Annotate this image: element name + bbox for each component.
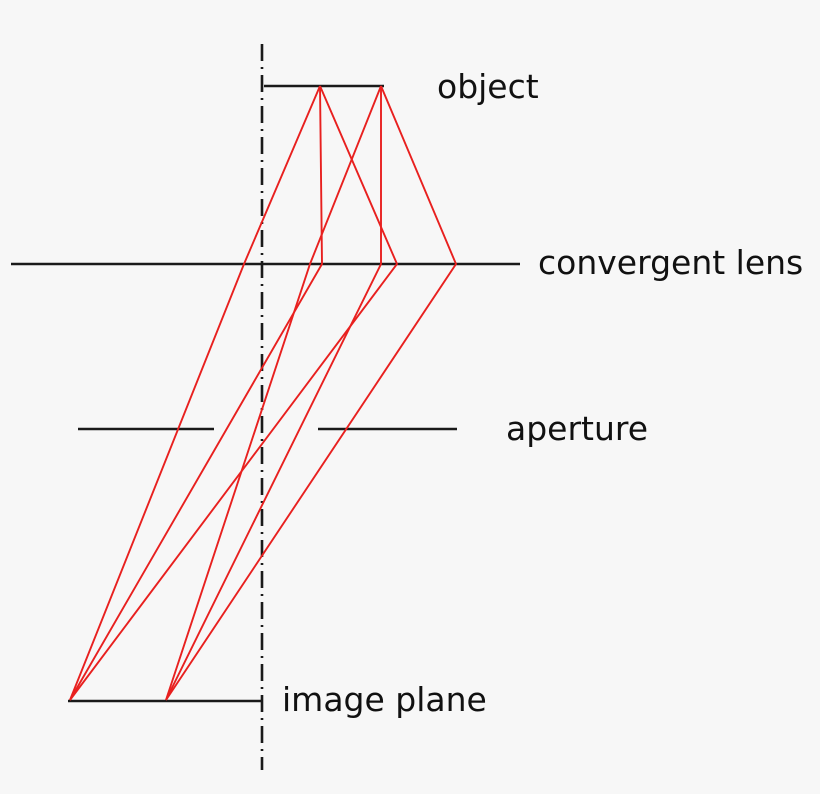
light-rays-group [69, 85, 458, 701]
convergent-lens-label: convergent lens [538, 243, 804, 282]
light-ray [165, 85, 458, 701]
light-ray [69, 85, 399, 701]
light-ray [165, 86, 382, 701]
object-label: object [437, 67, 539, 106]
light-ray [165, 85, 382, 701]
image-plane-label: image plane [282, 680, 487, 719]
light-ray [69, 85, 321, 701]
planes-group [11, 84, 520, 703]
aperture-label: aperture [506, 409, 649, 448]
light-ray [69, 85, 323, 701]
